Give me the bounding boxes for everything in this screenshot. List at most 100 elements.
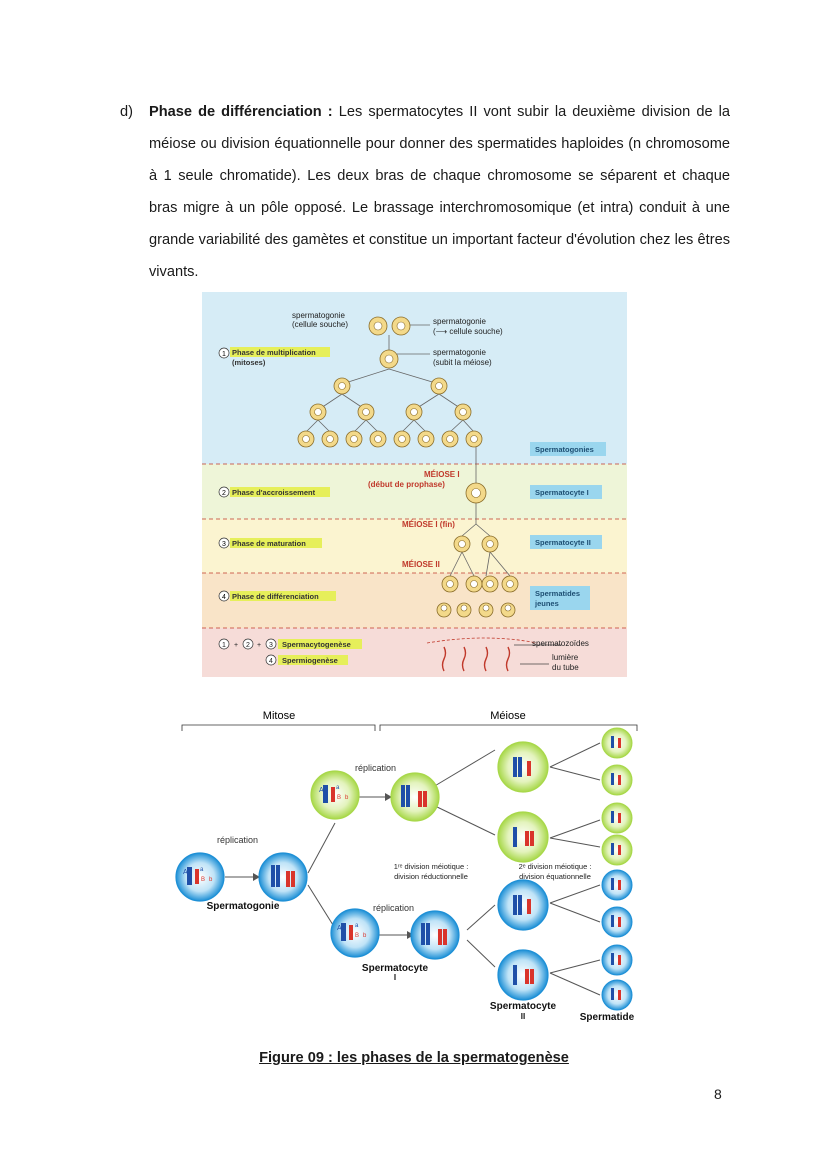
phase-label: Phase d'accroissement xyxy=(232,488,316,497)
label-division1-sub: division réductionnelle xyxy=(394,872,468,881)
paragraph-d: d) Phase de différenciation : Les sperma… xyxy=(120,96,730,288)
legend-plus: + xyxy=(257,642,261,649)
label-spermatocyte-2: Spermatocyte xyxy=(490,1001,557,1012)
phase-label-3: 3 Phase de maturation xyxy=(218,537,322,549)
phase-label: Phase de maturation xyxy=(232,539,306,548)
label-spermatogonie-left: spermatogonie xyxy=(292,311,345,320)
cell-spermatocyte-1-blue: A a B b xyxy=(330,908,380,958)
label-debut-prophase: (début de prophase) xyxy=(368,480,445,489)
phase-label-1: 1 Phase de multiplication (mitoses) xyxy=(218,347,330,367)
phase-num: 3 xyxy=(222,541,226,548)
label-division2-sub: division équationnelle xyxy=(519,872,591,881)
band-multiplication xyxy=(202,292,627,464)
allele-label: b xyxy=(363,933,367,939)
cell-spermatogonie-replicated xyxy=(258,852,308,902)
label-spermatide: Spermatide xyxy=(580,1012,635,1023)
label-cellule-souche-left: (cellule souche) xyxy=(292,320,348,329)
label-spermatozoides: spermatozoïdes xyxy=(532,639,589,648)
label-meiose-2: MÉIOSE II xyxy=(402,560,440,569)
label-meiose-1-fin: MÉIOSE I (fin) xyxy=(402,520,455,529)
phase-label: Phase de multiplication xyxy=(232,348,316,357)
legend-spermacytogenese: Spermacytogenèse xyxy=(282,640,351,649)
figure-caption: Figure 09 : les phases de la spermatogen… xyxy=(259,1050,569,1066)
type-box-spermatocyte-2 xyxy=(530,535,602,549)
phase-label-2: 2 Phase d'accroissement xyxy=(218,486,330,498)
label-subit-meiose: (subit la méiose) xyxy=(433,358,492,367)
label-division1-title: 1ʳᵉ division méiotique : xyxy=(394,862,469,871)
legend: 1 + 2 + 3 4 Spermacytogenèse Spermiogenè… xyxy=(218,638,362,666)
legend-spermiogenese: Spermiogenèse xyxy=(282,656,338,665)
phase-num: 2 xyxy=(222,490,226,497)
label-meiose-1: MÉIOSE I xyxy=(424,470,460,479)
cell-spermatocyte-2-b xyxy=(497,811,549,863)
allele-label: A xyxy=(337,925,342,932)
spermatid xyxy=(601,802,633,834)
spermatogenesis-phases-figure: spermatogonie (cellule souche) spermatog… xyxy=(202,292,627,677)
cells xyxy=(297,316,519,618)
label-replication-3: réplication xyxy=(373,903,414,913)
type-spermatocyte-1: Spermatocyte I xyxy=(535,488,589,497)
label-replication-2: réplication xyxy=(355,763,396,773)
spermatid xyxy=(601,764,633,796)
label-du-tube: du tube xyxy=(552,663,579,672)
band-legend xyxy=(202,628,627,677)
cell-spermatocyte-2-a xyxy=(497,741,549,793)
type-box-spermatides xyxy=(530,586,590,610)
label-spermatogonie-meiose: spermatogonie xyxy=(433,348,486,357)
type-box-spermatocyte-1 xyxy=(530,485,602,499)
label-spermatocyte-1: Spermatocyte xyxy=(362,963,429,974)
band-dividers xyxy=(202,463,627,629)
type-spermatocyte-2: Spermatocyte II xyxy=(535,538,591,547)
cell-spermatocyte-1-replicated xyxy=(410,910,460,960)
allele-label: B xyxy=(337,795,341,801)
header-brackets xyxy=(181,724,638,731)
legend-num-3: 3 xyxy=(269,642,273,649)
phase-sub: (mitoses) xyxy=(232,358,266,367)
allele-label: a xyxy=(355,923,359,929)
label-spermatocyte-2-roman: II xyxy=(521,1012,525,1021)
type-jeunes: jeunes xyxy=(534,599,559,608)
lumen-border xyxy=(426,637,538,644)
label-spermatocyte-1-roman: I xyxy=(394,973,396,982)
page-number: 8 xyxy=(714,1086,722,1102)
allele-label: A xyxy=(183,869,188,876)
label-division2-title: 2ᵉ division méiotique : xyxy=(519,862,592,871)
cell-spermatocyte-2-c xyxy=(497,879,549,931)
type-spermatogonies: Spermatogonies xyxy=(535,445,594,454)
allele-label: a xyxy=(200,867,204,873)
allele-label: B xyxy=(355,933,359,939)
nuclei xyxy=(302,321,514,612)
label-cellule-souche-right: (⟶ cellule souche) xyxy=(433,327,503,336)
legend-num-1: 1 xyxy=(222,642,226,649)
cell-spermatocyte-2-d xyxy=(497,949,549,1001)
type-box-spermatogonies xyxy=(530,442,606,456)
cell-spermatogonie: A a B b xyxy=(175,852,225,902)
spermatozoa xyxy=(441,646,511,672)
spermatid xyxy=(601,944,633,976)
allele-label: a xyxy=(336,785,340,791)
label-lumiere: lumière xyxy=(552,653,579,662)
label-spermatogonie: Spermatogonie xyxy=(207,901,280,912)
label-mitose: Mitose xyxy=(263,710,295,722)
phase-label-4: 4 Phase de différenciation xyxy=(218,590,336,602)
spermatid xyxy=(601,906,633,938)
label-replication-1: réplication xyxy=(217,835,258,845)
spermatids xyxy=(601,727,633,1011)
legend-num-4: 4 xyxy=(269,658,273,665)
allele-label: b xyxy=(209,877,213,883)
legend-plus: + xyxy=(234,642,238,649)
cell-green-top: A a B b xyxy=(310,770,360,820)
spermatid xyxy=(601,727,633,759)
phase-label: Phase de différenciation xyxy=(232,592,319,601)
label-spermatogonie-right: spermatogonie xyxy=(433,317,486,326)
allele-label: A xyxy=(319,787,324,794)
allele-label: b xyxy=(345,795,349,801)
cell-green-replicated xyxy=(390,772,440,822)
type-spermatides: Spermatides xyxy=(535,589,580,598)
allele-label: B xyxy=(201,877,205,883)
legend-num-2: 2 xyxy=(246,642,250,649)
spermatid xyxy=(601,979,633,1011)
mitosis-meiosis-figure: Mitose Méiose A a B b A xyxy=(175,710,638,1023)
label-meiose: Méiose xyxy=(490,710,525,722)
phase-num: 4 xyxy=(222,594,226,601)
